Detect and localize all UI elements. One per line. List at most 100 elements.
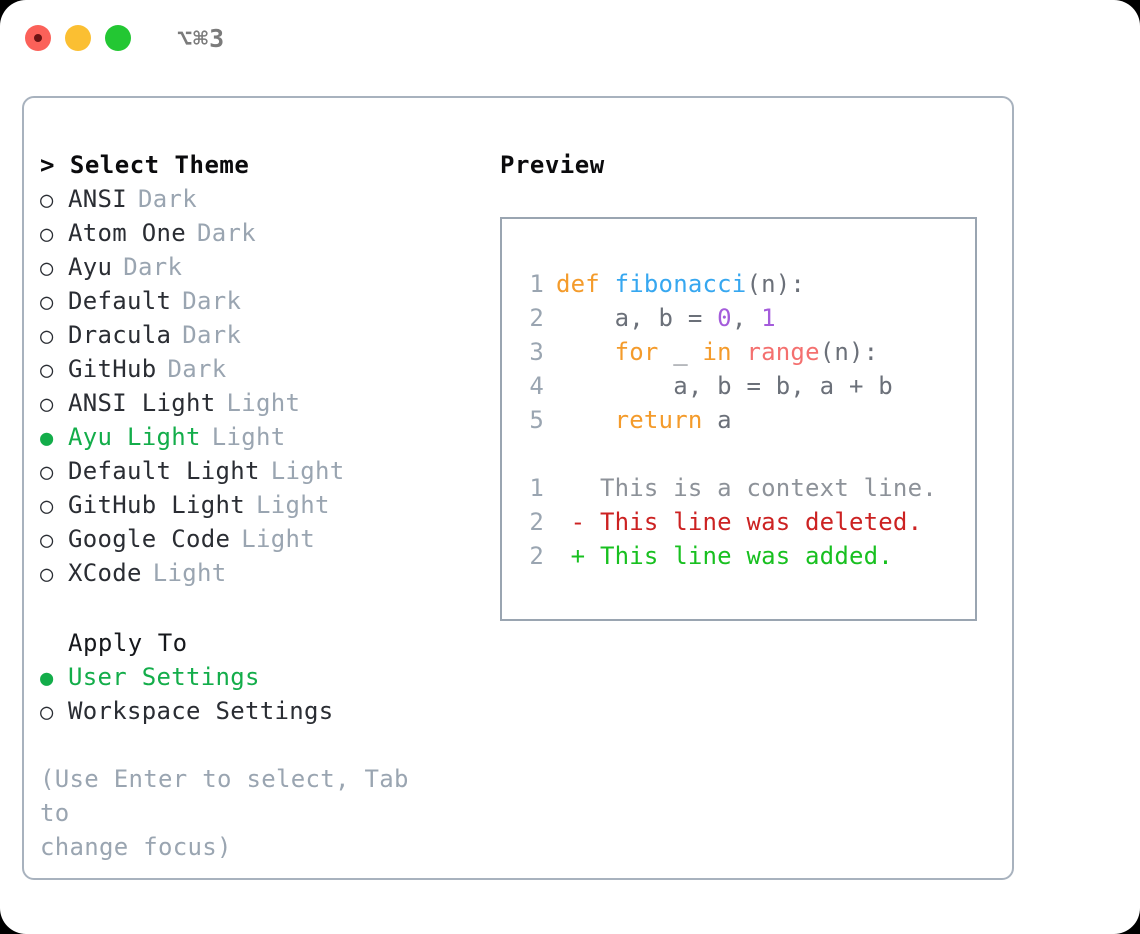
theme_section-option-label: ANSI Light <box>68 389 216 417</box>
code-token: in <box>702 338 732 366</box>
theme-variant-badge: Dark <box>123 253 183 281</box>
theme_section-option-label: Dracula <box>68 321 172 349</box>
apply_section-option-0[interactable]: ● User Settings <box>40 660 494 694</box>
line-number: 3 <box>529 338 544 366</box>
code-token: + This line was added. <box>556 542 893 570</box>
apply-to-heading: Apply To <box>68 629 188 657</box>
code-token: return <box>614 406 703 434</box>
theme-variant-badge: Dark <box>138 185 197 213</box>
theme_section-option-5[interactable]: ○ GitHub Dark <box>40 352 494 386</box>
theme-variant-badge: Dark <box>182 287 242 315</box>
code-token: range <box>746 338 820 366</box>
code-token: (n): <box>746 270 806 298</box>
keyboard-shortcut-label: ⌥⌘3 <box>177 23 226 53</box>
radio-unselected-icon: ○ <box>40 494 54 519</box>
code-token: _ <box>658 338 703 366</box>
theme_section-option-2[interactable]: ○ Ayu Dark <box>40 250 494 284</box>
apply-to-list[interactable]: ● User Settings ○Workspace Settings <box>40 660 494 728</box>
diff_lines-line: 1 This is a context line. <box>502 471 975 505</box>
preview-heading: Preview <box>500 151 605 179</box>
maximize-window-button[interactable] <box>105 25 131 51</box>
radio-selected-icon: ● <box>40 426 54 451</box>
theme_section-option-label: GitHub Light <box>68 491 245 519</box>
apply_section-option-1[interactable]: ○Workspace Settings <box>40 694 494 728</box>
apply_section-option-label: User Settings <box>68 663 260 691</box>
code-token: fibonacci <box>614 270 747 298</box>
code-token: a, b = <box>556 304 718 332</box>
theme-variant-badge: Light <box>256 491 330 519</box>
theme-variant-badge: Light <box>270 457 345 485</box>
code-token: a <box>702 406 732 434</box>
theme-variant-badge: Light <box>226 389 301 417</box>
radio-unselected-icon: ○ <box>40 392 54 417</box>
theme_section-option-label: GitHub <box>68 355 157 383</box>
radio-unselected-icon: ○ <box>40 528 54 553</box>
code-token: (n): <box>819 338 879 366</box>
code-token: 1 <box>761 304 776 332</box>
theme_section-option-label: Google Code <box>68 525 231 553</box>
theme_section-option-6[interactable]: ○ ANSI Light Light <box>40 386 494 420</box>
code-text: a, b = 0, 1 <box>544 301 776 335</box>
select-theme-heading: > Select Theme <box>40 151 250 179</box>
theme_section-option-label: Default <box>68 287 172 315</box>
radio-unselected-icon: ○ <box>40 222 54 247</box>
code_lines-line: 3 for _ in range(n): <box>502 335 975 369</box>
theme_section-option-4[interactable]: ○ Dracula Dark <box>40 318 494 352</box>
radio-unselected-icon: ○ <box>40 562 54 587</box>
code_lines-line: 5 return a <box>502 403 975 437</box>
theme_section-option-label: Ayu <box>68 253 113 281</box>
theme_section-option-7[interactable]: ● Ayu Light Light <box>40 420 494 454</box>
line-number: 2 <box>529 304 544 332</box>
keyboard-hint-line-1: (Use Enter to select, Tab to <box>40 765 409 827</box>
section-gap <box>40 590 494 626</box>
diff_lines-line: 2 - This line was deleted. <box>502 505 975 539</box>
code-text: return a <box>544 403 732 437</box>
line-number: 4 <box>529 372 544 400</box>
theme-variant-badge: Dark <box>182 321 242 349</box>
code-diff-gap <box>502 437 975 471</box>
theme_section-option-9[interactable]: ○ GitHub Light Light <box>40 488 494 522</box>
title-bar: ⌥⌘3 <box>0 0 1140 76</box>
theme_section-option-label: Ayu Light <box>68 423 201 451</box>
radio-unselected-icon: ○ <box>40 324 54 349</box>
diff_lines-line: 2 + This line was added. <box>502 539 975 573</box>
radio-selected-icon: ● <box>40 666 54 691</box>
keyboard-hint: (Use Enter to select, Tab to change focu… <box>40 762 440 864</box>
code-text: This is a context line. <box>544 471 937 505</box>
theme-variant-badge: Dark <box>167 355 227 383</box>
code-text: def fibonacci(n): <box>544 267 805 301</box>
code-text: a, b = b, a + b <box>544 369 893 403</box>
code-token: def <box>556 270 600 298</box>
code-text: - This line was deleted. <box>544 505 922 539</box>
theme-variant-badge: Light <box>152 559 227 587</box>
minimize-window-button[interactable] <box>65 25 91 51</box>
keyboard-hint-line-2: change focus) <box>40 833 232 861</box>
code-token <box>556 406 615 434</box>
code-token <box>556 338 615 366</box>
apply_section-option-label: Workspace Settings <box>68 697 334 725</box>
line-number: 2 <box>529 508 544 536</box>
line-number: 1 <box>529 474 544 502</box>
radio-unselected-icon: ○ <box>40 256 54 281</box>
theme_section-option-label: Default Light <box>68 457 260 485</box>
theme-variant-badge: Light <box>211 423 286 451</box>
radio-unselected-icon: ○ <box>40 358 54 383</box>
code-text: + This line was added. <box>544 539 893 573</box>
code-text: for _ in range(n): <box>544 335 879 369</box>
line-number: 2 <box>529 542 544 570</box>
code-token: This is a context line. <box>556 474 937 502</box>
radio-unselected-icon: ○ <box>40 188 54 213</box>
close-window-button[interactable] <box>25 25 51 51</box>
